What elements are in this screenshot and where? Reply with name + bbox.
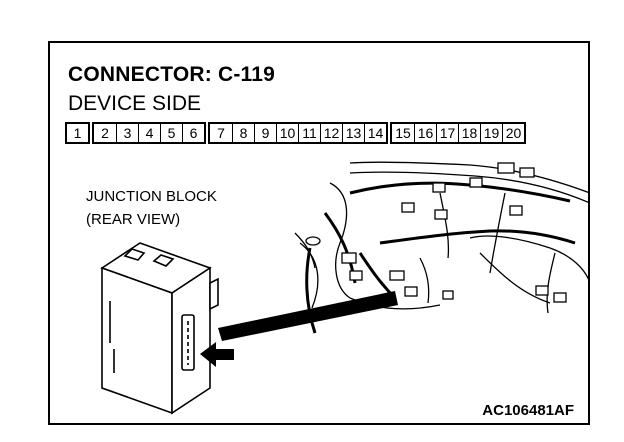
pin-cell: 11: [298, 124, 320, 142]
pin-cell: 15: [395, 125, 411, 141]
figure-code: AC106481AF: [482, 402, 574, 419]
pin-cell: 3: [116, 124, 138, 142]
pin-cell: 17: [436, 124, 458, 142]
junction-block-box: [100, 242, 219, 415]
pin-cell: 1: [73, 125, 82, 141]
location-arrow-icon: [200, 342, 234, 367]
junction-block-illustration: [100, 161, 588, 415]
connector-side: DEVICE SIDE: [68, 92, 202, 115]
thin-wires: [294, 192, 556, 314]
pin-cell: 8: [232, 124, 254, 142]
pin-cell: 20: [502, 124, 524, 142]
harness-connectors: [305, 162, 567, 303]
pin-cell: 18: [458, 124, 480, 142]
pin-cell: 2: [101, 125, 109, 141]
pin-cell: 19: [480, 124, 502, 142]
dashboard-outline: [299, 161, 588, 310]
pin-cell: 14: [364, 124, 386, 142]
junction-block-label: JUNCTION BLOCK: [86, 188, 217, 205]
pin-cell: 12: [320, 124, 342, 142]
leader-pointer: [218, 291, 398, 341]
pin-cell: 7: [217, 125, 225, 141]
pin-cell: 13: [342, 124, 364, 142]
junction-block-view-label: (REAR VIEW): [86, 211, 181, 228]
pin-cell: 16: [414, 124, 436, 142]
pin-cell: 5: [160, 124, 182, 142]
pin-cell: 10: [276, 124, 298, 142]
pin-cell: 4: [138, 124, 160, 142]
pin-cell: 6: [182, 124, 204, 142]
pin-cell: 9: [254, 124, 276, 142]
pin-group: 1: [65, 122, 90, 144]
connector-title: CONNECTOR: C-119: [68, 63, 276, 86]
